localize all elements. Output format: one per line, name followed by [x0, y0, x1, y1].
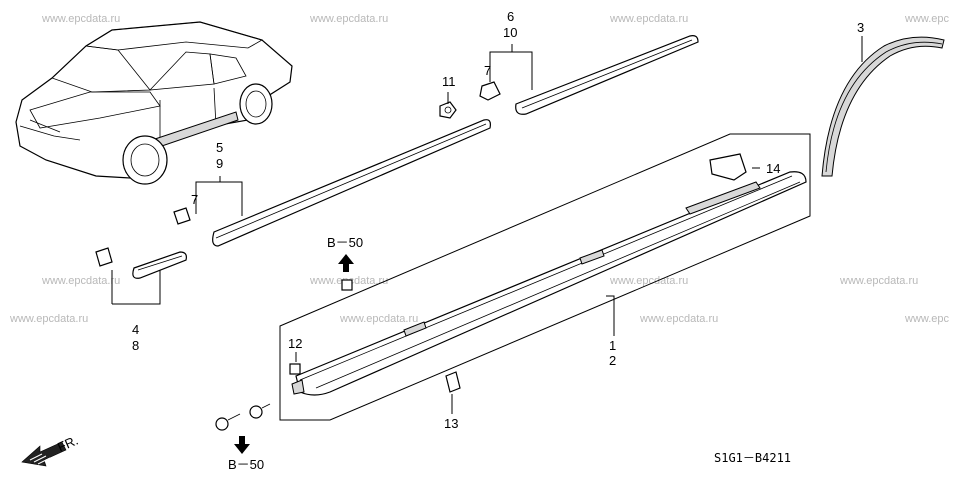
callout-10: 10 — [503, 25, 517, 40]
car-illustration — [15, 21, 293, 185]
watermark: www.epcdata.ru — [339, 313, 418, 325]
front-arrow-icon — [21, 441, 67, 467]
diagram-code: S1G1－B4211 — [714, 451, 791, 465]
callout-6: 6 — [507, 9, 514, 24]
callout-5: 5 — [216, 140, 223, 155]
front-direction: FR. — [21, 433, 80, 467]
watermark: www.epcdata.ru — [609, 13, 688, 25]
part-front-door-molding — [212, 119, 491, 247]
ref-b50-top-label: B－50 — [327, 235, 363, 250]
callout-7-upper: 7 — [484, 63, 491, 78]
ref-b50-bottom-label: B－50 — [228, 457, 264, 472]
clip-b50 — [341, 279, 353, 291]
watermark: www.epcdata.ru — [41, 275, 120, 287]
part-side-sill-garnish — [291, 171, 807, 396]
front-label: FR. — [55, 433, 80, 455]
ref-b50-top: B－50 — [327, 235, 363, 272]
part-fender-molding — [132, 251, 187, 279]
leader-lines — [111, 36, 863, 414]
clip-4-8 — [95, 247, 113, 267]
assembly-outline — [279, 133, 811, 421]
watermark: www.epcdata.ru — [609, 275, 688, 287]
clip-7-upper — [479, 81, 501, 101]
watermark: www.epcdata.ru — [639, 313, 718, 325]
arrow-up-icon — [338, 254, 354, 272]
part-rear-door-molding — [515, 35, 699, 115]
callout-13: 13 — [444, 416, 458, 431]
watermark: www.epcdata.ru — [839, 275, 918, 287]
watermark: www.epc — [904, 13, 950, 25]
watermark: www.epc — [904, 313, 950, 325]
watermark-layer: www.epcdata.ru www.epcdata.ru www.epcdat… — [9, 13, 950, 325]
watermark: www.epcdata.ru — [41, 13, 120, 25]
watermark: www.epcdata.ru — [309, 13, 388, 25]
screws-b50-bottom — [215, 403, 271, 431]
callout-4: 4 — [132, 322, 139, 337]
watermark: www.epcdata.ru — [9, 313, 88, 325]
callout-2: 2 — [609, 353, 616, 368]
screw-13 — [445, 371, 461, 393]
callout-7-lower: 7 — [191, 192, 198, 207]
clip-14 — [709, 153, 747, 181]
clip-11 — [439, 101, 457, 119]
callout-12: 12 — [288, 336, 302, 351]
callout-3: 3 — [857, 20, 864, 35]
ref-b50-bottom: B－50 — [228, 436, 264, 472]
callout-9: 9 — [216, 156, 223, 171]
arrow-down-icon — [234, 436, 250, 454]
clip-12 — [289, 363, 301, 375]
clip-7-lower — [173, 207, 191, 225]
callout-11: 11 — [442, 74, 456, 89]
part-wheel-arch-molding — [821, 36, 945, 177]
callout-14: 14 — [766, 161, 780, 176]
callout-labels: 6 10 11 7 5 9 7 4 8 3 1 2 14 12 13 — [132, 9, 864, 431]
callout-8: 8 — [132, 338, 139, 353]
callout-1: 1 — [609, 338, 616, 353]
